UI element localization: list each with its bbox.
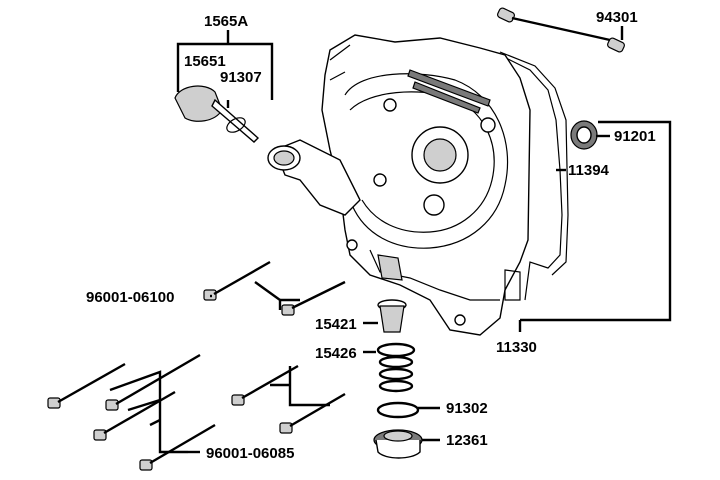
label-11330: 11330 [496,339,537,356]
bolt-short-3 [93,390,176,441]
strainer-15421 [377,299,407,333]
bolt-long-1 [203,260,271,301]
bolt-short-4 [139,423,216,471]
bolt-long-2 [281,280,346,316]
label-94301: 94301 [596,9,638,26]
bolt-short-2 [105,353,201,411]
label-96001-06085: 96001-06085 [206,445,294,462]
label-91302: 91302 [446,400,488,417]
label-12361: 12361 [446,432,488,449]
oring-91302 [376,401,420,419]
dipstick-15651 [174,85,260,143]
label-15651: 15651 [184,53,226,70]
bolt-short-1 [47,362,126,409]
dowel-pins-94301 [497,7,625,53]
label-91307: 91307 [220,69,262,86]
bolt-short-6 [279,392,346,434]
bolts [47,260,346,471]
label-11394: 11394 [568,162,610,179]
label-96001-06100: 96001-06100 [86,289,174,306]
oil-seal-91201 [570,120,598,150]
gasket-edge [499,51,569,276]
drain-plug-12361 [373,429,423,459]
label-1565A: 1565A [204,13,248,30]
callout-labels: 1565A 15651 91307 94301 91201 11394 1542… [86,9,656,462]
crankcase-cover-11330 [321,34,531,336]
filler-neck [267,139,361,216]
bolt-short-5 [231,364,299,406]
label-91201: 91201 [614,128,656,145]
label-15426: 15426 [315,345,357,362]
spring-15426 [376,342,416,393]
leader-lines [109,16,672,454]
label-15421: 15421 [315,316,357,333]
